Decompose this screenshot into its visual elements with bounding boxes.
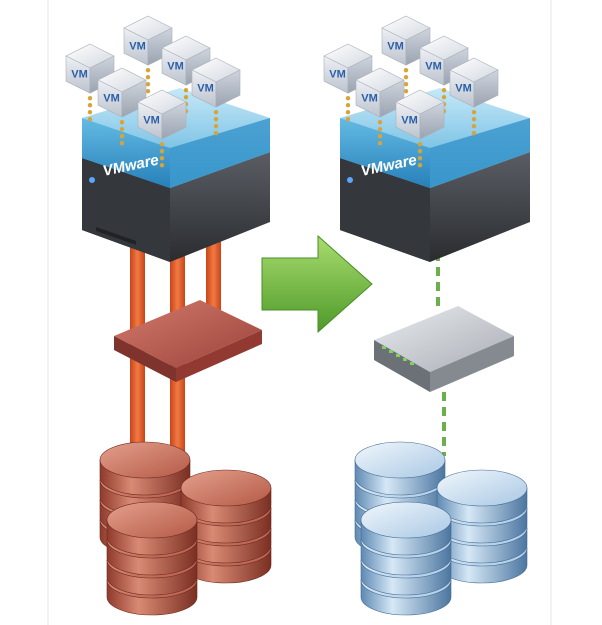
vm-link-dots (403, 68, 409, 94)
vm-link-dots (417, 142, 423, 168)
modern-switch-top (374, 306, 514, 372)
vm-cube: VM (323, 43, 373, 122)
right-stack: VMware VM VM VM VM VM VM (323, 15, 530, 616)
hypervisor-slab-front (82, 118, 170, 188)
vm-label: VM (167, 61, 184, 73)
vm-link-dots (145, 68, 151, 94)
migration-arrow-icon (261, 234, 373, 334)
vm-label: VM (129, 41, 146, 53)
storage-disk-stack (436, 469, 528, 584)
vm-label: VM (329, 69, 346, 81)
legacy-switch (114, 300, 262, 382)
vm-label: VM (387, 41, 404, 53)
vm-link-dots (159, 142, 165, 168)
modern-switch (374, 306, 514, 392)
vm-link-dots (377, 120, 383, 146)
legacy-switch-front (114, 336, 176, 382)
vm-label: VM (103, 93, 120, 105)
modern-switch-side (430, 336, 514, 392)
switch-port-leds (382, 346, 414, 365)
legacy-switch-side (176, 330, 262, 382)
right-server: VMware (340, 88, 530, 262)
vm-link-dots (345, 96, 351, 122)
vm-link-dots (471, 110, 477, 136)
legacy-switch-top (114, 300, 262, 368)
server-front (82, 158, 170, 262)
vm-cube: VM (395, 89, 445, 168)
vm-cube: VM (449, 57, 499, 136)
vm-cube: VM (137, 89, 187, 168)
modern-switch-front (374, 340, 430, 392)
power-led-icon (89, 177, 95, 183)
hypervisor-slab-side (170, 118, 270, 188)
vm-cube: VM (123, 15, 173, 94)
vm-link-dots (119, 120, 125, 146)
vm-link-dots (87, 96, 93, 122)
vm-label: VM (455, 83, 472, 95)
storage-disk-stack (106, 501, 198, 616)
vm-cube: VM (191, 57, 241, 136)
vm-link-dots (213, 110, 219, 136)
server-front (340, 158, 430, 262)
vm-label: VM (425, 61, 442, 73)
left-vm-group: VM VM VM VM VM VM (65, 15, 241, 168)
hypervisor-slab-side (430, 118, 530, 188)
vm-cube: VM (381, 15, 431, 94)
storage-disk-stack (360, 501, 452, 616)
vm-label: VM (197, 83, 214, 95)
server-slot (96, 227, 136, 245)
storage-disk-stack (180, 469, 272, 584)
vm-label: VM (401, 115, 418, 127)
right-disk-group (354, 441, 528, 616)
right-vm-group: VM VM VM VM VM VM (323, 15, 499, 168)
hypervisor-slab-front (340, 118, 430, 188)
power-led-icon (347, 177, 353, 183)
vm-label: VM (143, 115, 160, 127)
vm-label: VM (71, 69, 88, 81)
vm-label: VM (361, 93, 378, 105)
vm-cube: VM (97, 67, 147, 146)
left-disk-group (99, 441, 272, 616)
